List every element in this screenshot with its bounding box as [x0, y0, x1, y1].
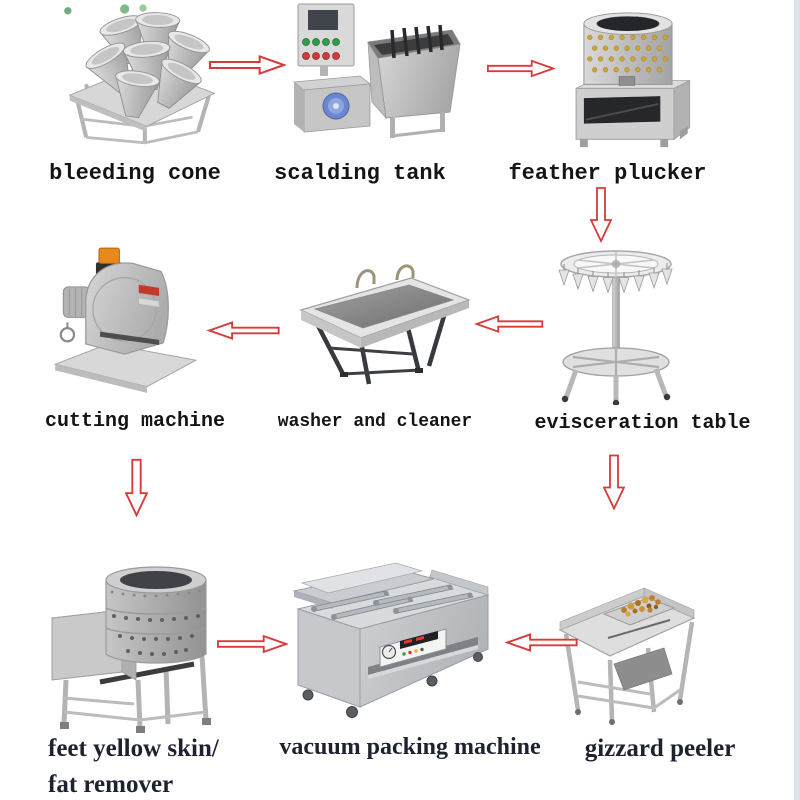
stage-label-scalding-tank: scalding tank	[274, 161, 446, 186]
stage-label-evisceration-table: evisceration table	[534, 412, 751, 435]
arrow-right-feet-remover-to-vacuum-icon	[217, 634, 288, 654]
feet-fat-remover-photo	[42, 552, 227, 734]
arrow-right-scalding-to-plucker-icon	[487, 59, 555, 78]
feather-plucker-photo	[555, 8, 700, 153]
stage-label-bleeding-cone: bleeding cone	[49, 161, 221, 186]
stage-label-washer-and-cleaner: washer and cleaner	[277, 412, 473, 432]
evisceration-table-photo	[548, 240, 683, 405]
arrow-down-cutting-to-feet-remover-icon	[125, 458, 148, 518]
stage-label-vacuum-packing-machine: vacuum packing machine	[279, 734, 541, 760]
arrow-left-gizzard-to-vacuum-icon	[505, 633, 578, 652]
arrow-left-washer-to-cutting-icon	[204, 321, 283, 340]
vacuum-packing-machine-photo	[282, 545, 502, 723]
stage-label-feet-fat-remover-line2: fat remover	[48, 771, 174, 798]
page-edge-strip	[794, 0, 800, 800]
bleeding-cone-photo	[55, 0, 220, 150]
arrow-down-plucker-to-evisceration-icon	[590, 187, 612, 243]
arrow-down-evisceration-to-gizzard-icon	[603, 452, 625, 513]
stage-label-feet-fat-remover-line1: feet yellow skin/	[48, 735, 219, 762]
arrow-right-bleeding-to-scalding-icon	[209, 54, 286, 76]
arrow-left-evisceration-to-washer-icon	[471, 315, 547, 333]
washer-and-cleaner-photo	[295, 262, 475, 400]
cutting-machine-photo	[48, 242, 203, 402]
scalding-tank-photo	[290, 0, 465, 142]
stage-label-cutting-machine: cutting machine	[44, 410, 226, 433]
stage-label-feather-plucker: feather plucker	[508, 161, 707, 186]
gizzard-peeler-photo	[552, 578, 704, 730]
stage-label-gizzard-peeler: gizzard peeler	[584, 735, 736, 762]
